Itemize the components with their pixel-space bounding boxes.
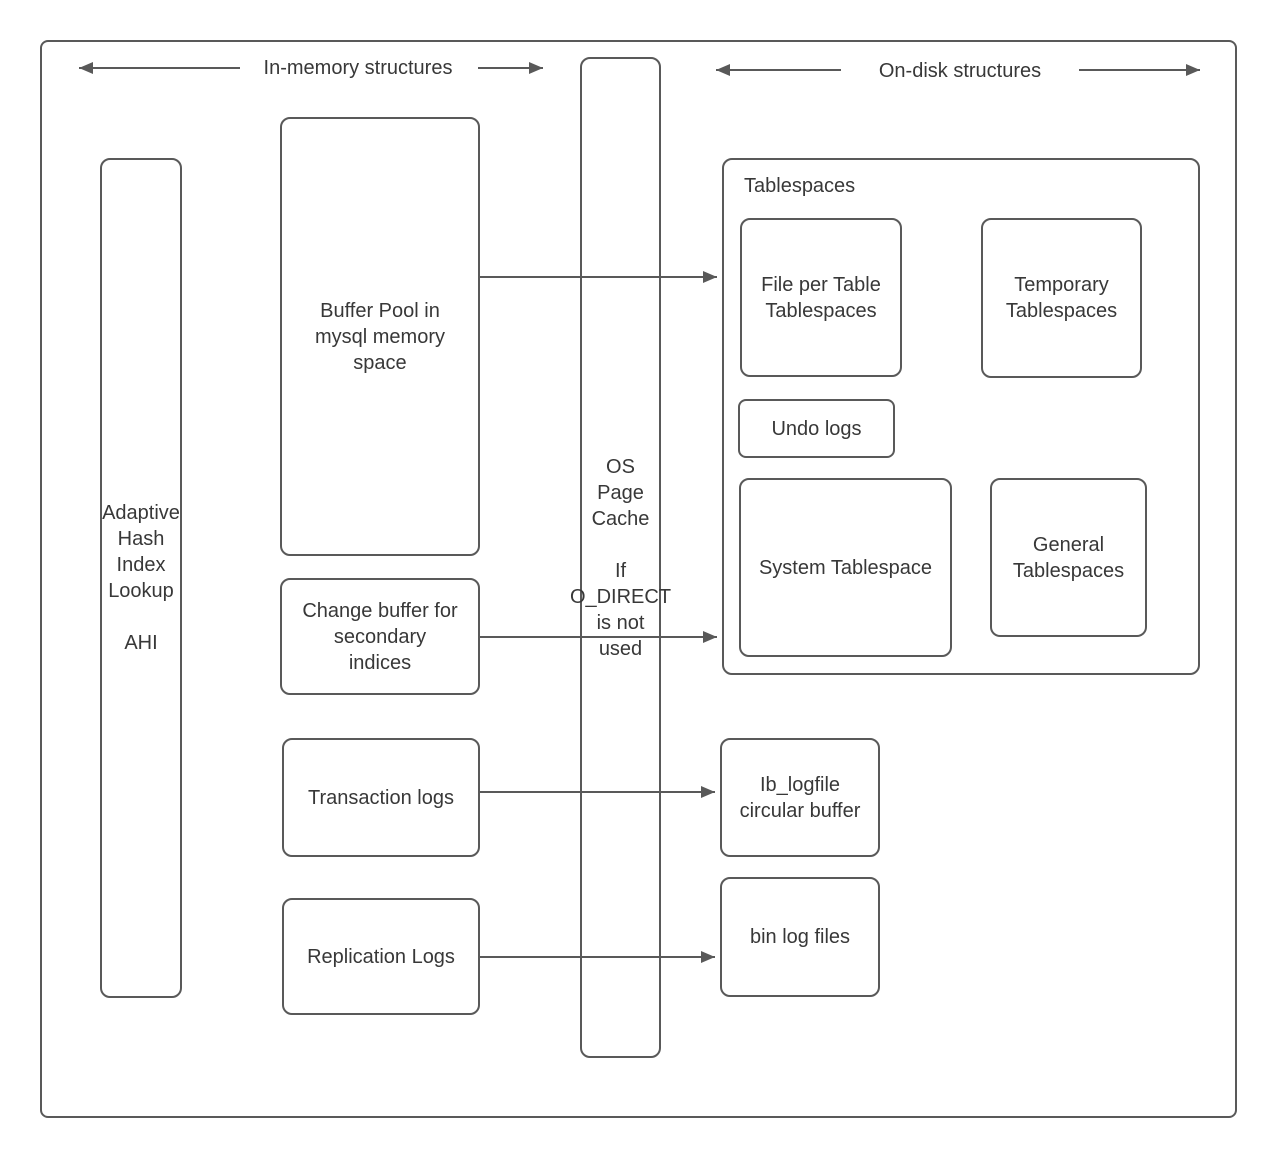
node-ib-logfile: Ib_logfile circular buffer [720, 738, 880, 857]
node-bin-log-files-label: bin log files [749, 926, 851, 948]
node-system-tablespace-label: System Tablespace [758, 556, 933, 579]
node-adaptive-hash-index-label: Adaptive Hash Index Lookup AHI [102, 502, 180, 654]
tablespaces-group-title: Tablespaces [744, 175, 856, 197]
node-undo-logs: Undo logs [738, 399, 895, 458]
node-change-buffer-label: Change buffer for secondary indices [302, 599, 458, 674]
node-undo-logs-label: Undo logs [771, 417, 862, 440]
node-temporary-tablespaces-label: Temporary Tablespaces [1005, 274, 1118, 322]
node-buffer-pool: Buffer Pool in mysql memory space [280, 117, 480, 556]
node-os-page-cache-label: OS Page Cache If O_DIRECT is not used [569, 455, 672, 660]
node-general-tablespaces: General Tablespaces [990, 478, 1147, 637]
node-buffer-pool-label: Buffer Pool in mysql memory space [314, 299, 445, 374]
node-general-tablespaces-label: General Tablespaces [1012, 533, 1125, 582]
node-transaction-logs-label: Transaction logs [308, 786, 454, 809]
node-transaction-logs: Transaction logs [282, 738, 480, 857]
node-replication-logs-label: Replication Logs [307, 945, 455, 968]
node-replication-logs: Replication Logs [282, 898, 480, 1015]
on-disk-structures-label: On-disk structures [878, 60, 1042, 82]
node-os-page-cache: OS Page Cache If O_DIRECT is not used [570, 57, 671, 1058]
tablespaces-group: Tablespaces [722, 158, 1200, 675]
node-bin-log-files: bin log files [720, 877, 880, 997]
node-file-per-table-tablespaces-label: File per Table Tablespaces [761, 273, 881, 322]
node-ib-logfile-label: Ib_logfile circular buffer [739, 773, 861, 822]
node-temporary-tablespaces: Temporary Tablespaces [981, 218, 1142, 378]
node-file-per-table-tablespaces: File per Table Tablespaces [740, 218, 902, 377]
node-change-buffer: Change buffer for secondary indices [280, 578, 480, 695]
in-memory-structures-label: In-memory structures [263, 57, 453, 79]
node-system-tablespace: System Tablespace [739, 478, 952, 657]
node-adaptive-hash-index: Adaptive Hash Index Lookup AHI [100, 158, 182, 998]
